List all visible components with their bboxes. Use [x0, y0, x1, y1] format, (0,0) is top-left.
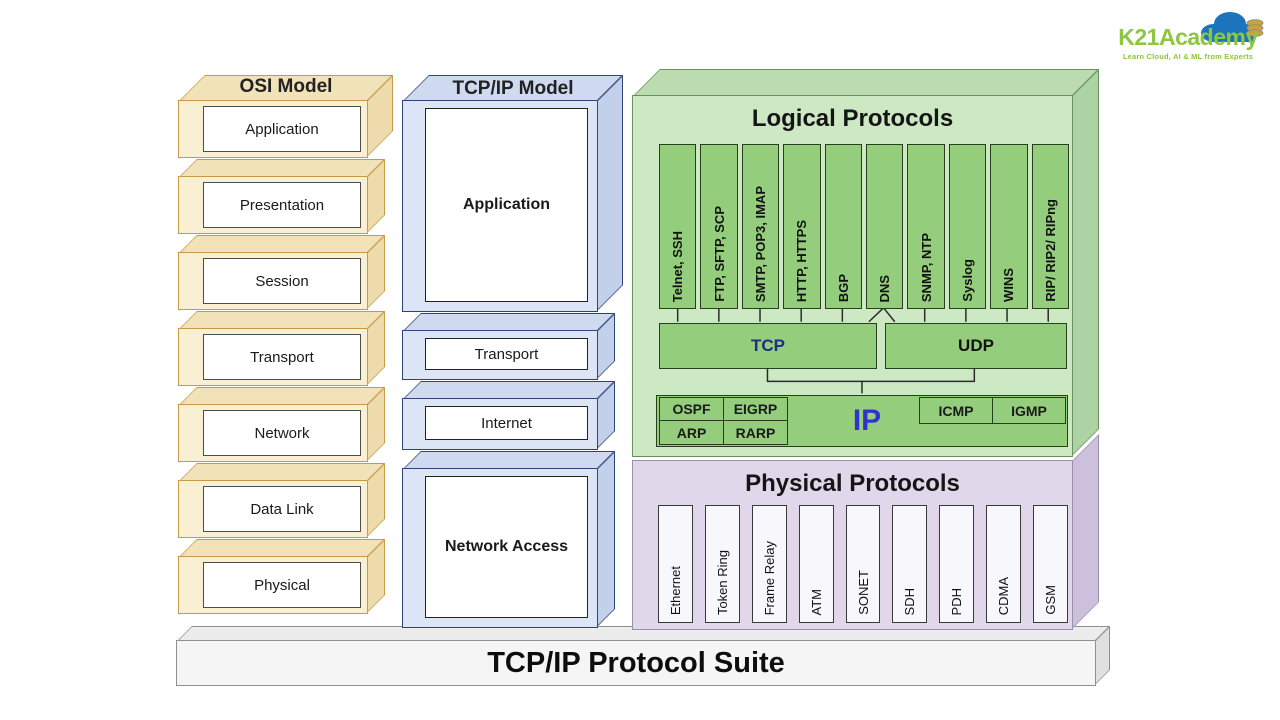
protocol-bar-label: SDH [902, 587, 918, 615]
protocol-bar: SMTP, POP3, IMAP [741, 144, 780, 309]
osi-layer-label: Application [203, 106, 361, 152]
osi-layer: Physical [178, 556, 368, 614]
ip-cell: RARP [723, 420, 788, 445]
protocol-bar: GSM [1033, 505, 1069, 623]
ip-label: IP [852, 404, 882, 437]
osi-layer-label: Transport [203, 334, 361, 380]
protocol-bar-label: Ethernet [667, 565, 683, 615]
tcpip-layer: Application [402, 100, 598, 312]
protocol-bar: DNS [866, 144, 904, 309]
tcpip-model-stack: Application Transport Internet Network A… [402, 100, 598, 628]
osi-layer-label: Data Link [203, 486, 361, 532]
protocol-bar: SNMP, NTP [907, 144, 945, 309]
protocol-bar: Token Ring [704, 505, 740, 623]
tcpip-layer-label: Network Access [425, 476, 588, 618]
ip-cell: ICMP [919, 397, 993, 424]
protocol-bar: BGP [824, 144, 863, 309]
osi-layer: Transport [178, 328, 368, 386]
protocol-bar-label: DNS [877, 274, 893, 302]
protocol-bar-label: SONET [855, 570, 871, 615]
protocol-bar-label: Frame Relay [761, 540, 777, 615]
application-protocol-bars: Telnet, SSH FTP, SFTP, SCP SMTP, POP3, I… [659, 144, 1070, 309]
protocol-bar-label: RIP/ RIP2/ RIPng [1042, 199, 1058, 302]
logical-protocols-title: Logical Protocols [751, 105, 954, 132]
protocol-bar-label: Telnet, SSH [670, 230, 686, 302]
protocol-bar: ATM [798, 505, 834, 623]
osi-layer: Network [178, 404, 368, 462]
protocol-bar-label: ATM [808, 588, 824, 615]
protocol-bar-label: GSM [1043, 585, 1059, 615]
udp-box: UDP [885, 323, 1067, 369]
protocol-bar-label: FTP, SFTP, SCP [711, 206, 727, 302]
protocol-bar-label: WINS [1001, 268, 1017, 302]
protocol-bar: FTP, SFTP, SCP [700, 144, 738, 309]
cloud-icon [1201, 12, 1264, 42]
protocol-bar: CDMA [986, 505, 1022, 623]
protocol-bar: Frame Relay [751, 505, 787, 623]
ip-cell: OSPF [659, 397, 724, 421]
osi-layer: Data Link [178, 480, 368, 538]
protocol-bar: Telnet, SSH [659, 144, 697, 309]
protocol-bar: WINS [990, 144, 1028, 309]
protocol-bar-label: SMTP, POP3, IMAP [753, 185, 769, 302]
ip-cell: ARP [659, 420, 724, 445]
brand-tagline: Learn Cloud, AI & ML from Experts [1122, 52, 1254, 61]
protocol-bar-label: PDH [949, 587, 965, 615]
physical-protocol-bars: Ethernet Token Ring Frame Relay ATM SONE… [658, 505, 1069, 623]
osi-layer: Presentation [178, 176, 368, 234]
tcpip-layer-label: Internet [425, 406, 588, 440]
tcpip-layer-label: Transport [425, 338, 588, 370]
protocol-bar: HTTP, HTTPS [783, 144, 821, 309]
protocol-bar-label: CDMA [996, 576, 1012, 615]
tcpip-model-title: TCP/IP Model [452, 78, 574, 99]
k21academy-logo: K21Academy Learn Cloud, AI & ML from Exp… [1104, 8, 1272, 61]
ip-cell: IGMP [992, 397, 1066, 424]
physical-protocols-panel: Physical Protocols Ethernet Token Ring F… [632, 460, 1073, 630]
protocol-bar: PDH [939, 505, 975, 623]
brand-name: K21Academy [1118, 24, 1258, 50]
osi-layer: Application [178, 100, 368, 158]
osi-layer-label: Physical [203, 562, 361, 608]
protocol-bar-label: SNMP, NTP [918, 232, 934, 302]
logical-protocols-panel: Logical Protocols Telnet, SSH FTP, SFTP,… [632, 95, 1073, 457]
tcpip-layer: Internet [402, 398, 598, 450]
protocol-bar: RIP/ RIP2/ RIPng [1031, 144, 1070, 309]
protocol-bar: Ethernet [658, 505, 693, 623]
ip-cell: EIGRP [723, 397, 788, 421]
protocol-bar-label: Token Ring [714, 549, 730, 615]
protocol-bar-label: BGP [835, 273, 851, 302]
osi-model-title: OSI Model [239, 76, 333, 97]
osi-model-stack: Application Presentation Session Transpo… [178, 100, 368, 614]
tcpip-layer: Transport [402, 330, 598, 380]
tcp-box: TCP [659, 323, 877, 369]
osi-layer-label: Network [203, 410, 361, 456]
footer-title: TCP/IP Protocol Suite [487, 646, 785, 679]
tcpip-layer-label: Application [425, 108, 588, 302]
osi-layer-label: Presentation [203, 182, 361, 228]
footer-bar: TCP/IP Protocol Suite [176, 640, 1096, 686]
protocol-bar: SDH [892, 505, 928, 623]
protocol-bar: Syslog [948, 144, 987, 309]
protocol-bar-label: Syslog [960, 259, 976, 302]
protocol-bar: SONET [845, 505, 881, 623]
physical-protocols-title: Physical Protocols [745, 470, 960, 497]
tcpip-layer: Network Access [402, 468, 598, 628]
protocol-bar-label: HTTP, HTTPS [794, 219, 810, 302]
osi-layer: Session [178, 252, 368, 310]
osi-layer-label: Session [203, 258, 361, 304]
